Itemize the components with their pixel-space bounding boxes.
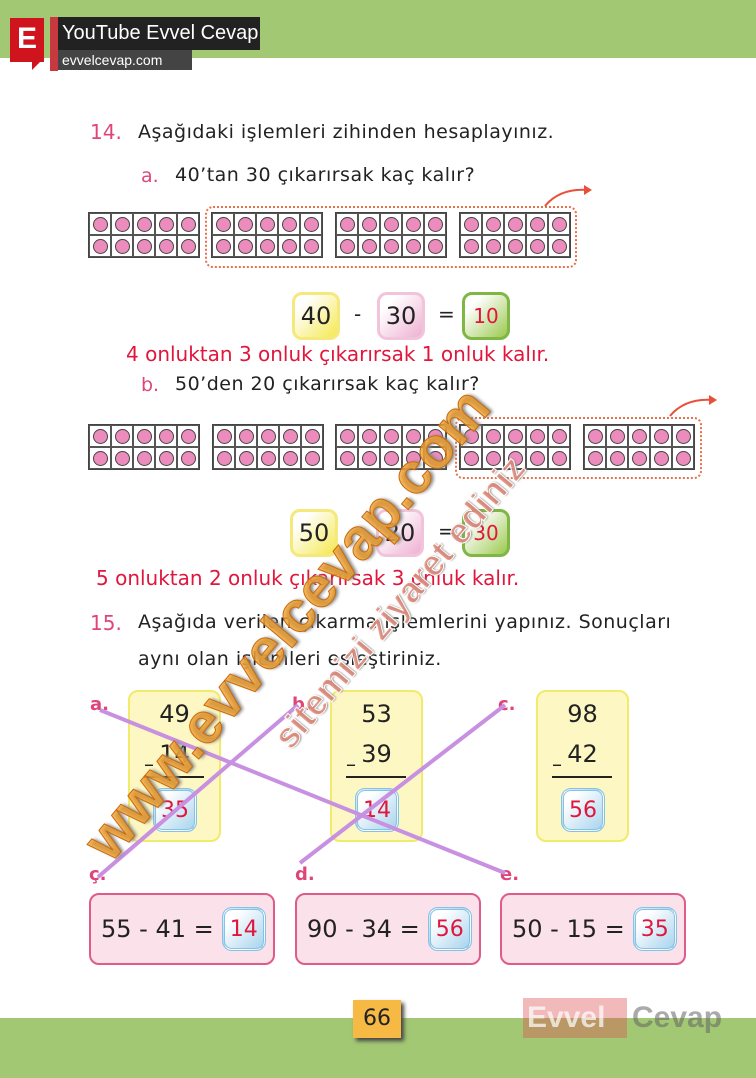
counter-dot — [548, 447, 570, 469]
card-label: c. — [498, 694, 516, 715]
card-minus: – — [144, 752, 154, 776]
expression-box: 90 - 34 = 56 — [295, 893, 481, 965]
logo-strip — [50, 17, 58, 71]
arrow-icon — [669, 395, 717, 417]
eq-a-equals: = — [438, 302, 455, 326]
box-expression: 90 - 34 = — [307, 915, 420, 943]
card-top-number: 53 — [361, 700, 392, 728]
brand-logo-evvel: Evvel — [523, 998, 627, 1038]
eq-b-result: 30 — [462, 509, 510, 557]
ten-frame — [88, 424, 200, 470]
card-top-number: 98 — [567, 700, 598, 728]
eq-b-equals: = — [438, 519, 455, 543]
question-15-number: 15. — [90, 611, 122, 635]
counter-dot — [300, 235, 322, 257]
counter-dot — [424, 235, 446, 257]
part-a-text: 40’tan 30 çıkarırsak kaç kalır? — [175, 164, 476, 186]
eq-a-minus: - — [354, 302, 362, 326]
question-14-text: Aşağıdaki işlemleri zihinden hesaplayını… — [138, 121, 555, 143]
subtraction-card: 53 39 – 14 — [330, 690, 423, 842]
ten-frame — [583, 424, 695, 470]
counter-dot — [424, 447, 446, 469]
part-b-label: b. — [141, 374, 160, 396]
eq-b-minus: - — [354, 519, 362, 543]
answer-b: 5 onluktan 2 onluk çıkarırsak 3 onluk ka… — [96, 566, 520, 590]
channel-title: YouTube Evvel Cevap — [58, 17, 260, 50]
ten-frame — [212, 424, 324, 470]
expression-box: 50 - 15 = 35 — [500, 893, 686, 965]
crossed-out-group — [455, 417, 702, 479]
brand-logo-cevap: Cevap — [632, 1001, 723, 1034]
part-a-label: a. — [141, 165, 159, 187]
card-line — [552, 776, 612, 778]
card-bottom-number: 42 — [567, 740, 598, 768]
card-top-number: 49 — [159, 700, 190, 728]
ten-frame — [88, 212, 200, 258]
arrow-icon — [544, 185, 592, 207]
card-result: 56 — [561, 788, 605, 832]
question-15-text-2: aynı olan işlemleri eşleştiriniz. — [138, 648, 442, 670]
site-url: evvelcevap.com — [58, 50, 192, 70]
box-result: 14 — [221, 907, 266, 951]
box-expression: 55 - 41 = — [101, 915, 214, 943]
crossed-out-group — [205, 206, 577, 268]
counter-dot — [301, 447, 323, 469]
card-line — [346, 776, 406, 778]
card-line — [144, 776, 204, 778]
eq-a-minuend: 40 — [292, 292, 340, 340]
box-label: e. — [500, 864, 520, 885]
box-result: 35 — [632, 907, 677, 951]
match-line-b-c — [96, 703, 300, 879]
eq-b-subtrahend: 20 — [376, 509, 424, 557]
counter-dot — [672, 447, 694, 469]
card-bottom-number: 39 — [361, 740, 392, 768]
eq-b-minuend: 50 — [290, 509, 338, 557]
ten-frame — [459, 212, 571, 258]
box-result: 56 — [427, 907, 472, 951]
question-14-number: 14. — [90, 120, 122, 144]
ten-frame — [459, 424, 571, 470]
box-label: ç. — [89, 864, 107, 885]
match-line-c-d — [298, 703, 507, 865]
eq-a-subtrahend: 30 — [377, 292, 425, 340]
expression-box: 55 - 41 = 14 — [89, 893, 275, 965]
counter-dot — [548, 235, 570, 257]
card-minus: – — [346, 752, 356, 776]
counter-dot — [177, 447, 199, 469]
page-number: 66 — [353, 1000, 401, 1038]
answer-a: 4 onluktan 3 onluk çıkarırsak 1 onluk ka… — [126, 342, 550, 366]
card-minus: – — [552, 752, 562, 776]
ten-frame — [335, 424, 447, 470]
counter-dot — [177, 235, 199, 257]
match-line-a-e — [99, 708, 506, 875]
evvel-logo: E — [10, 18, 44, 70]
ten-frame — [211, 212, 323, 258]
box-expression: 50 - 15 = — [512, 915, 625, 943]
question-15-text-1: Aşağıda verilen çıkarma işlemlerini yapı… — [138, 611, 672, 633]
card-label: b. — [292, 694, 312, 715]
part-b-text: 50’den 20 çıkarırsak kaç kalır? — [175, 373, 480, 395]
eq-a-result: 10 — [462, 292, 510, 340]
ten-frame — [335, 212, 447, 258]
box-label: d. — [295, 864, 315, 885]
subtraction-card: 98 42 – 56 — [536, 690, 629, 842]
card-result: 14 — [355, 788, 399, 832]
